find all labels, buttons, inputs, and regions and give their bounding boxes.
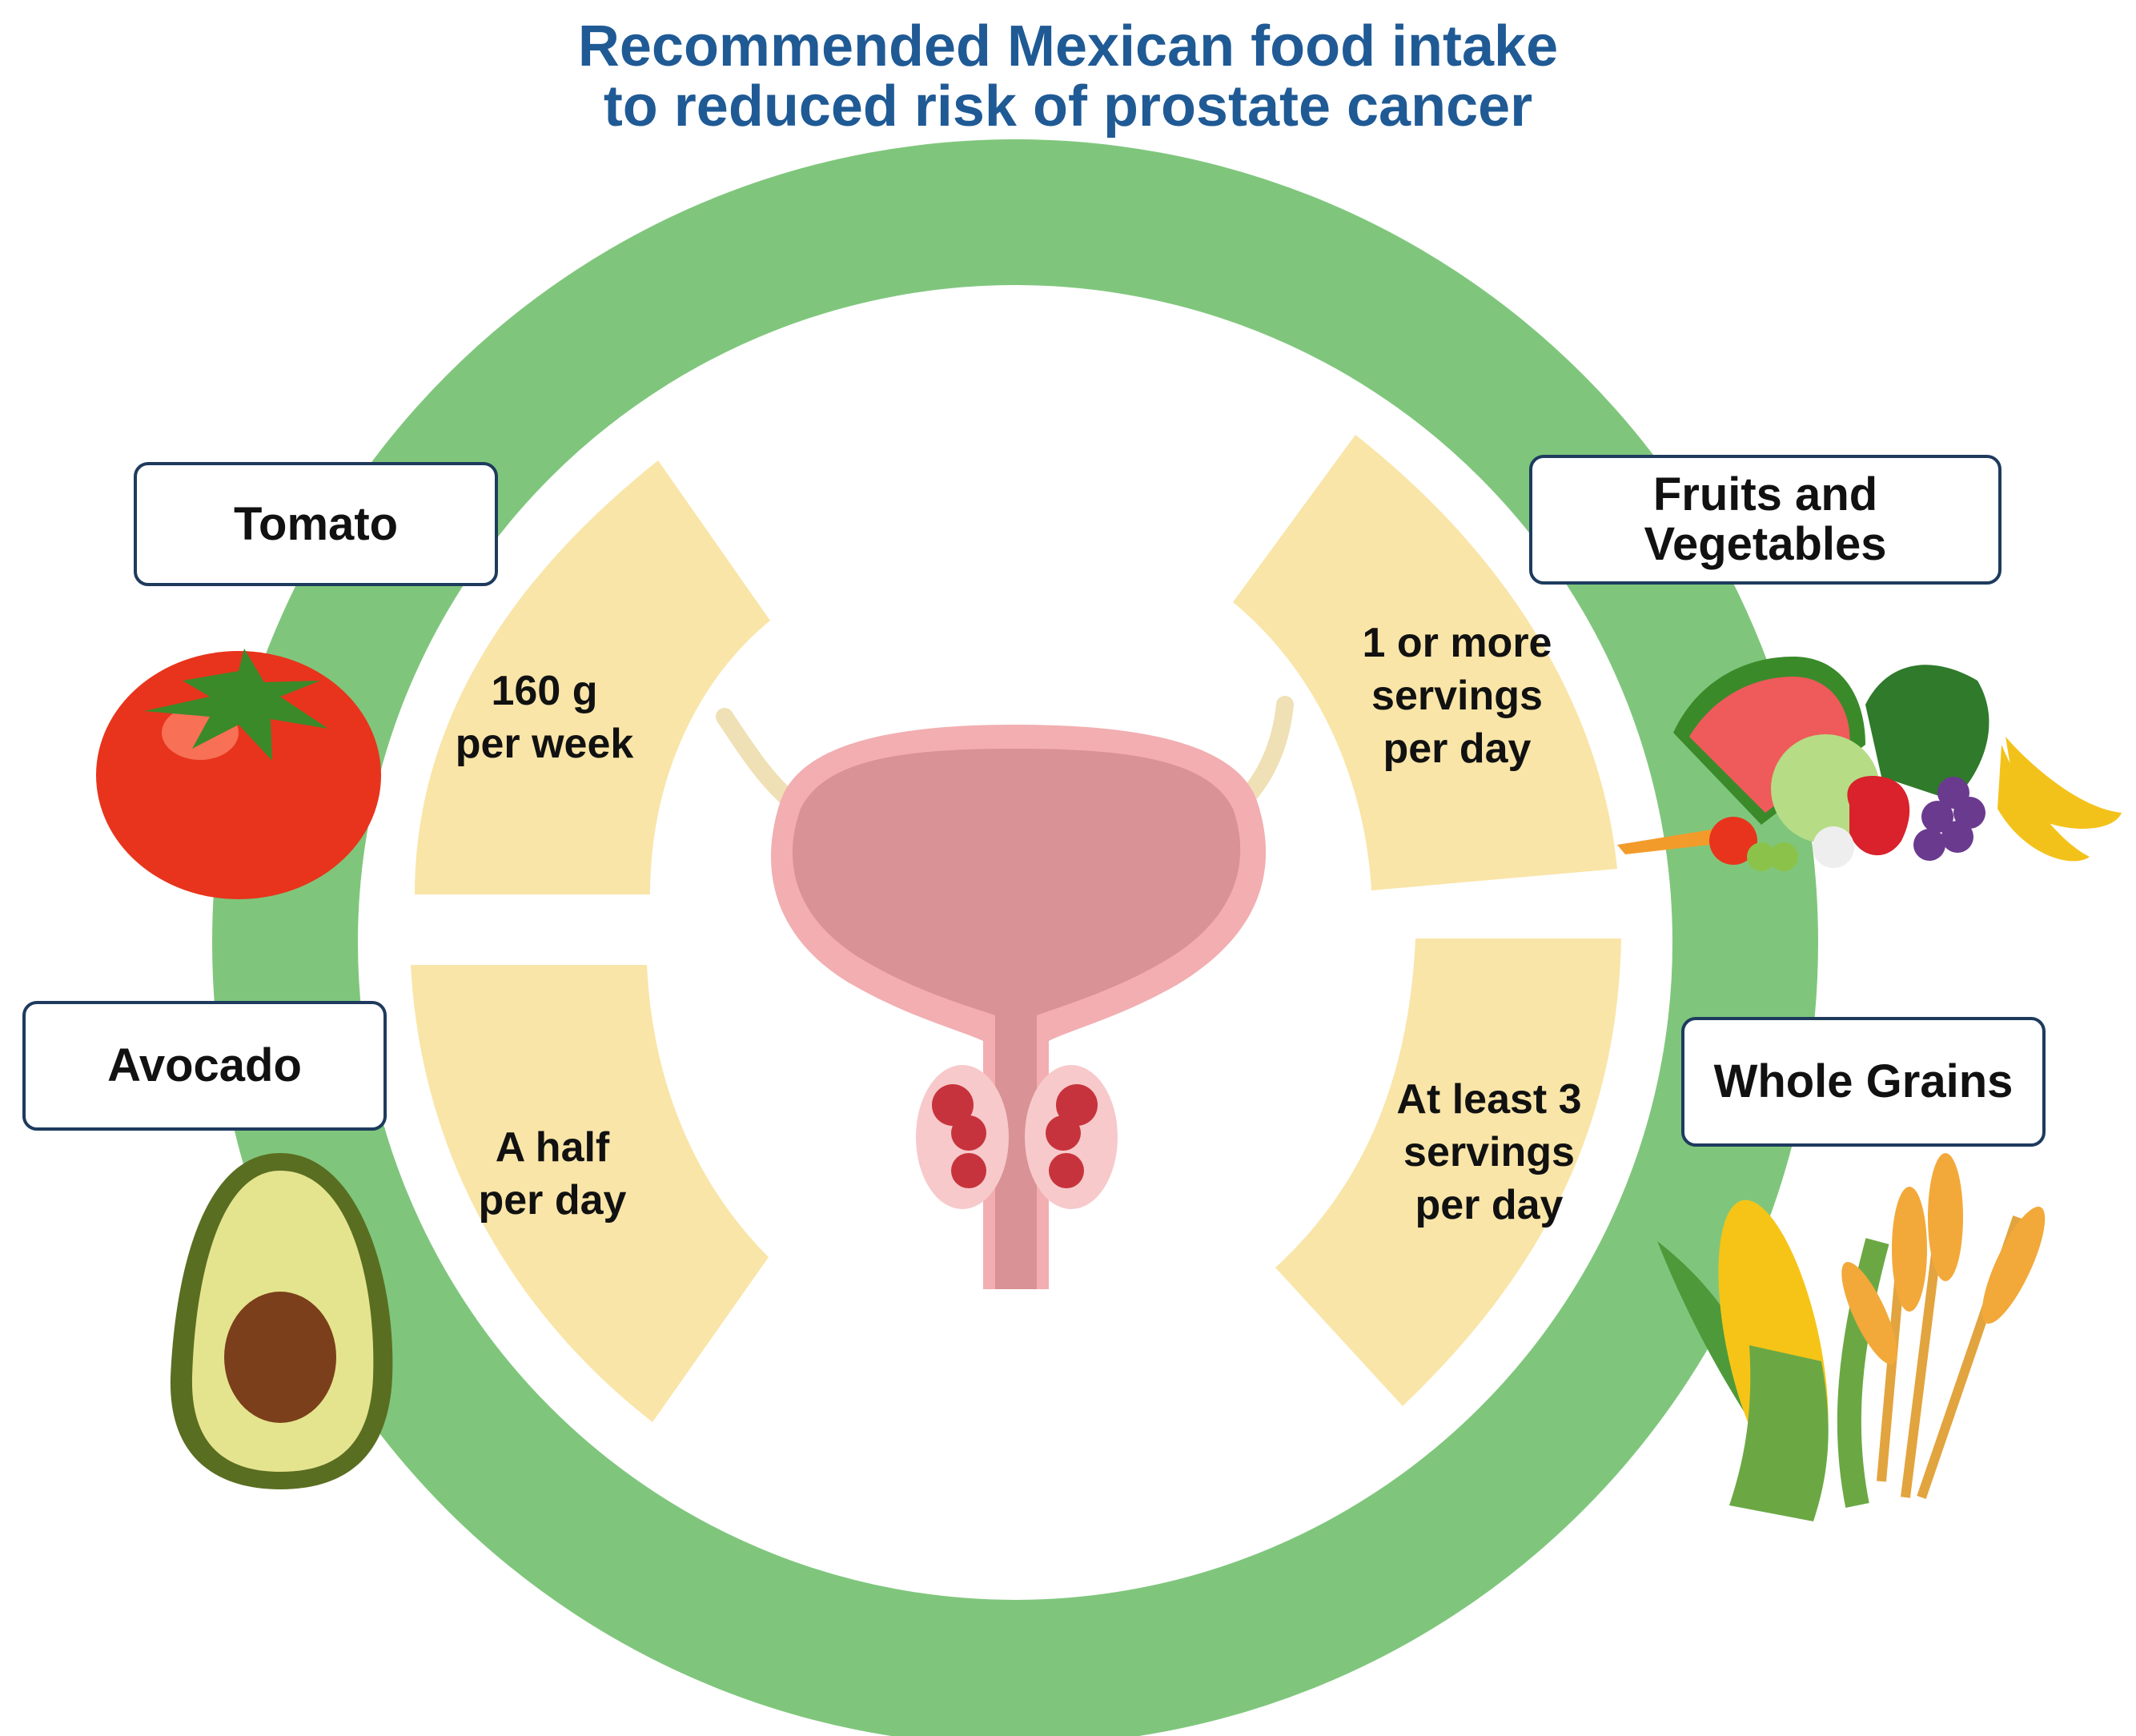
- prostate-bladder-icon: [716, 696, 1294, 1289]
- title-line-2: to reduced risk of prostate cancer: [603, 74, 1533, 139]
- title-line-1: Recommended Mexican food intake: [577, 14, 1559, 78]
- amount-fruits-vegetables: 1 or more servings per day: [1313, 617, 1601, 775]
- label-whole-grains: Whole Grains: [1681, 1017, 2046, 1147]
- segment-fruits-vegetables: [1233, 435, 1617, 890]
- amount-avocado-line-1: A half: [495, 1124, 610, 1171]
- fruits-vegetables-icon: [1617, 657, 2122, 871]
- green-ring: [212, 139, 1818, 1736]
- amount-whole-grains-line-3: per day: [1415, 1182, 1564, 1228]
- tomato-icon: [96, 649, 381, 899]
- label-tomato-text: Tomato: [233, 497, 399, 550]
- segment-avocado: [411, 965, 769, 1422]
- segment-tomato: [415, 460, 770, 894]
- amount-avocado: A half per day: [408, 1121, 697, 1227]
- amount-fruits-vegetables-line-1: 1 or more: [1362, 620, 1552, 666]
- label-fruits-vegetables-line-2: Vegetables: [1644, 518, 1887, 570]
- amount-fruits-vegetables-line-2: servings: [1371, 673, 1543, 719]
- label-whole-grains-text: Whole Grains: [1713, 1055, 2014, 1107]
- amount-tomato-line-2: per week: [455, 721, 634, 767]
- amount-whole-grains-line-1: At least 3: [1396, 1076, 1582, 1123]
- segment-whole-grains: [1275, 938, 1621, 1406]
- label-fruits-vegetables: Fruits and Vegetables: [1529, 455, 2001, 585]
- amount-fruits-vegetables-line-3: per day: [1383, 725, 1532, 772]
- amount-tomato-line-1: 160 g: [491, 668, 598, 714]
- amount-tomato: 160 g per week: [400, 665, 689, 770]
- avocado-icon: [170, 1153, 393, 1489]
- label-tomato: Tomato: [134, 462, 498, 586]
- amount-whole-grains: At least 3 servings per day: [1345, 1073, 1633, 1232]
- amount-avocado-line-2: per day: [478, 1177, 627, 1224]
- corn-wheat-icon: [1657, 1153, 2046, 1521]
- label-avocado-text: Avocado: [107, 1039, 302, 1091]
- amount-whole-grains-line-2: servings: [1403, 1129, 1575, 1175]
- label-fruits-vegetables-line-1: Fruits and: [1652, 468, 1878, 520]
- label-avocado: Avocado: [22, 1001, 387, 1131]
